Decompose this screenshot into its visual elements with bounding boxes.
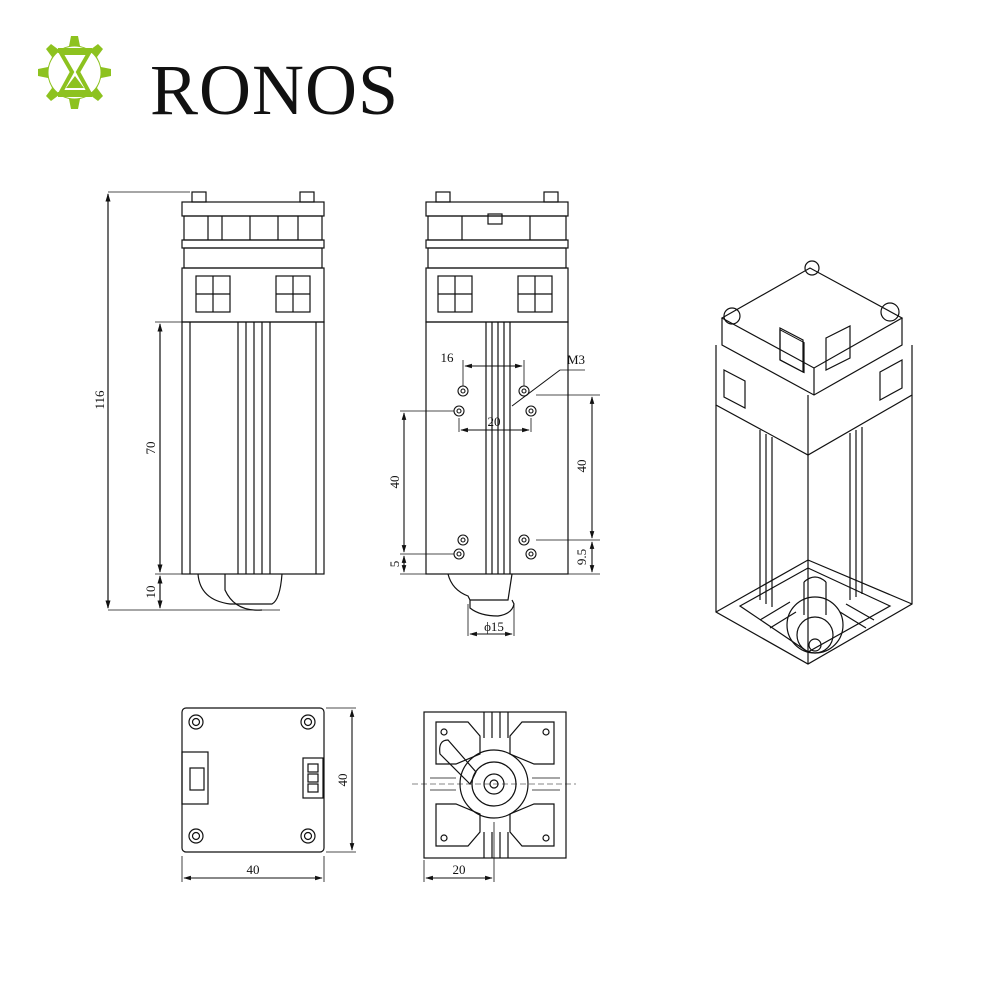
isometric-view xyxy=(715,260,913,665)
dim-bottom-half-width: 20 xyxy=(453,862,466,877)
dim-mount-left: 40 xyxy=(387,476,402,489)
brand-logo: RONOS xyxy=(22,22,402,126)
dim-top-height: 40 xyxy=(335,774,350,787)
dim-bottom-offset-left: 5 xyxy=(387,561,402,568)
bottom-view xyxy=(412,711,576,882)
gear-hourglass-icon xyxy=(38,36,111,109)
brand-name: RONOS xyxy=(150,50,400,130)
dim-top-width: 40 xyxy=(247,862,260,877)
dim-body-height: 70 xyxy=(143,442,158,455)
dim-mount-right: 40 xyxy=(574,460,589,473)
dim-thread: M3 xyxy=(567,352,585,367)
dim-lens-height: 10 xyxy=(143,586,158,599)
dim-hole-spacing-b: 20 xyxy=(488,414,501,429)
side-view xyxy=(400,191,600,637)
front-view xyxy=(105,191,325,611)
top-view xyxy=(181,707,356,882)
front-dim-lines xyxy=(105,191,280,611)
dim-lens-diameter: ϕ15 xyxy=(484,619,504,634)
dim-bottom-offset-right: 9.5 xyxy=(574,549,589,565)
dim-total-height: 116 xyxy=(92,390,107,410)
dim-hole-spacing-a: 16 xyxy=(441,350,455,365)
